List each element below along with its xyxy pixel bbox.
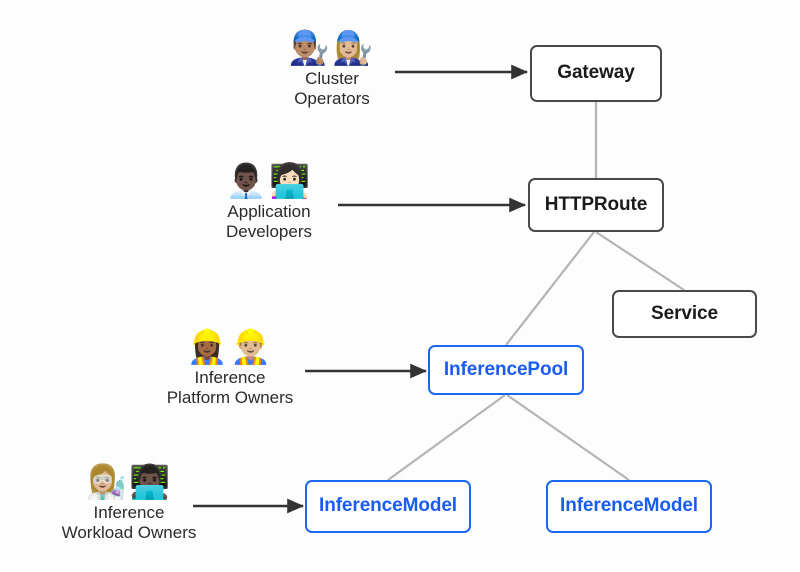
node-inferencemodel-2-label: InferenceModel <box>560 495 698 517</box>
persona-inference-platform-owners-label: Inference Platform Owners <box>166 367 294 408</box>
persona-inference-workload-owners-label: Inference Workload Owners <box>61 502 197 543</box>
application-developers-icon: 👨🏿‍💼👩🏻‍💻 <box>225 161 313 200</box>
node-inferencepool[interactable]: InferencePool <box>428 345 584 395</box>
persona-cluster-operators-label: Cluster Operators <box>294 68 370 109</box>
node-inferencepool-label: InferencePool <box>443 358 569 380</box>
node-httproute-label: HTTPRoute <box>544 193 648 215</box>
node-gateway-label: Gateway <box>557 62 635 84</box>
edge-inferencepool-inferencemodel-1 <box>387 394 506 481</box>
edge-inferencepool-inferencemodel-2 <box>506 394 630 481</box>
node-inferencemodel-2[interactable]: InferenceModel <box>546 480 712 533</box>
node-service[interactable]: Service <box>612 290 757 338</box>
persona-application-developers-label: Application Developers <box>226 201 312 242</box>
edge-httproute-service <box>595 231 685 291</box>
node-gateway[interactable]: Gateway <box>530 45 662 102</box>
persona-inference-platform-owners: 👷🏾‍♀️👷🏼‍♂️ Inference Platform Owners <box>140 327 320 409</box>
persona-inference-workload-owners: 👩🏼‍🔬👨🏿‍💻 Inference Workload Owners <box>36 462 222 544</box>
node-httproute[interactable]: HTTPRoute <box>528 178 664 232</box>
persona-cluster-operators: 👨🏽‍🔧👩🏼‍🔧 Cluster Operators <box>249 28 415 110</box>
node-service-label: Service <box>651 302 718 324</box>
edge-httproute-inferencepool <box>505 231 595 346</box>
inference-workload-owners-icon: 👩🏼‍🔬👨🏿‍💻 <box>85 462 173 501</box>
inference-platform-owners-icon: 👷🏾‍♀️👷🏼‍♂️ <box>186 327 274 366</box>
cluster-operators-icon: 👨🏽‍🔧👩🏼‍🔧 <box>288 28 376 67</box>
node-inferencemodel-1[interactable]: InferenceModel <box>305 480 471 533</box>
node-inferencemodel-1-label: InferenceModel <box>319 495 457 517</box>
persona-application-developers: 👨🏿‍💼👩🏻‍💻 Application Developers <box>186 161 352 243</box>
